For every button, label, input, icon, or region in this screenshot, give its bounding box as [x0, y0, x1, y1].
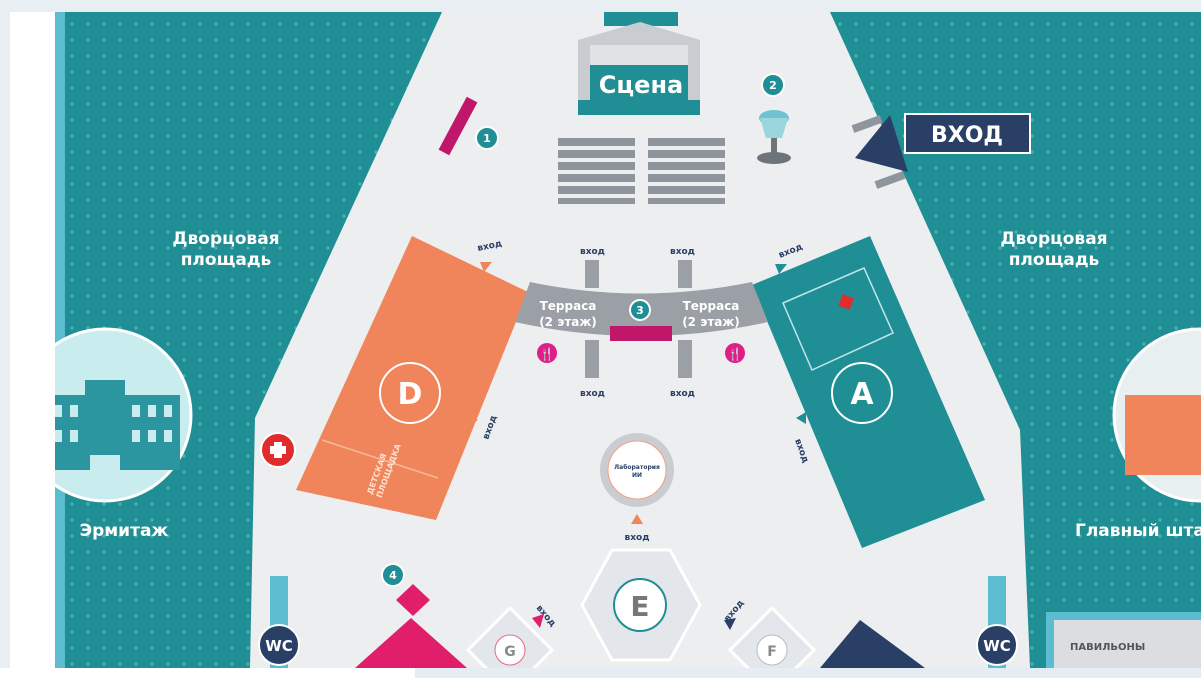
terrace-right-line2: (2 этаж) — [682, 315, 740, 329]
navy-triangle — [820, 620, 925, 668]
pavilion-e-circle — [613, 578, 667, 632]
entry-label-stairs-2: вход — [670, 247, 695, 257]
bottom-strip-right — [415, 668, 1201, 678]
terrace-stairs — [585, 260, 692, 378]
palace-square-right-line1: Дворцовая — [1000, 229, 1107, 249]
entry-label-stairs-4: вход — [670, 389, 695, 399]
restaurant-icon-right[interactable]: 🍴 — [725, 343, 745, 363]
pavilion-a-inner-zone — [782, 267, 894, 372]
entry-label-stairs-3: вход — [580, 389, 605, 399]
pink-triangle — [355, 618, 467, 668]
general-staff-facade — [1125, 395, 1201, 475]
entry-arrow-a-side — [796, 412, 806, 424]
first-aid-icon[interactable] — [260, 432, 296, 468]
palace-square-right-line2: площадь — [1009, 250, 1100, 270]
pavilion-d-label: D — [398, 377, 423, 412]
hermitage-facade-top — [85, 380, 125, 400]
entry-arrow-f — [724, 618, 736, 630]
main-entry-box — [904, 113, 1031, 154]
pavilion-g-circle — [494, 634, 526, 666]
stage-label-box — [590, 65, 688, 103]
pavilion-d-area — [296, 236, 528, 520]
stage-top — [604, 12, 678, 26]
pavilion-a-circle — [831, 362, 893, 424]
basketball-hoop-icon — [757, 110, 791, 164]
kids-area-divider — [321, 439, 439, 479]
pavilion-g-label: G — [504, 644, 516, 660]
left-margin — [10, 12, 55, 668]
entry-label-lab: вход — [625, 533, 650, 543]
hermitage-windows — [55, 405, 172, 470]
general-staff-label: Главный шта — [1075, 521, 1201, 541]
pink-bar-3 — [610, 326, 672, 341]
entry-arrow-icon — [855, 115, 908, 172]
entry-arrow-d-top — [480, 262, 492, 272]
marker-3-circle — [629, 299, 651, 321]
pavilion-d[interactable]: D ДЕТСКАЯ ПЛОЩАДКА — [296, 236, 528, 520]
terrace-right-line1: Терраса — [683, 299, 740, 313]
marker-1[interactable]: 1 — [475, 126, 499, 150]
entry-arrow-a-top — [775, 264, 787, 274]
pavilion-f[interactable]: F — [727, 605, 817, 678]
hermitage-building[interactable] — [19, 327, 193, 503]
restaurant-icon-left[interactable]: 🍴 — [537, 343, 557, 363]
pavilion-e-label: E — [630, 590, 649, 623]
gate-bar-bottom — [874, 171, 906, 189]
marker-1-circle — [475, 126, 499, 150]
ai-lab[interactable]: Лаборатория ИИ — [600, 433, 674, 507]
entry-arrow-lab — [631, 514, 643, 524]
pavilions-legend[interactable]: ПАВИЛЬОНЫ — [1046, 612, 1201, 672]
marker-2-circle — [761, 73, 785, 97]
stage-seating — [558, 138, 725, 204]
pavilion-e[interactable]: E — [580, 548, 702, 662]
terrace-left-line1: Терраса — [540, 299, 597, 313]
pavilion-d-circle — [379, 362, 441, 424]
main-entry[interactable]: ВХОД — [851, 113, 1031, 189]
stage[interactable]: Сцена — [578, 12, 700, 115]
pink-bar-1 — [438, 96, 478, 156]
marker-4-label: 4 — [389, 569, 397, 582]
pavilion-f-circle — [756, 634, 788, 666]
stage-label: Сцена — [599, 71, 683, 99]
wc-left-label: WC — [265, 637, 293, 655]
pavilion-g[interactable]: G — [465, 605, 555, 678]
entry-label-stairs-1: вход — [580, 247, 605, 257]
svg-text:🍴: 🍴 — [728, 347, 743, 361]
wc-right-label: WC — [983, 637, 1011, 655]
pavilion-f-label: F — [767, 644, 777, 660]
entry-arrow-d-side — [468, 414, 478, 426]
ai-lab-line1: Лаборатория — [614, 464, 660, 471]
general-staff-building[interactable] — [1112, 327, 1201, 503]
ai-lab-line2: ИИ — [632, 472, 642, 479]
pavilion-a[interactable]: A — [752, 236, 985, 548]
marker-2[interactable]: 2 — [761, 73, 785, 97]
emblem-icon — [838, 294, 854, 310]
hermitage-label: Эрмитаж — [80, 521, 169, 541]
wc-right[interactable]: WC — [976, 624, 1018, 666]
pavilion-a-label: A — [850, 377, 874, 412]
pink-diamond — [396, 584, 430, 616]
marker-3-label: 3 — [636, 304, 644, 317]
pavilion-a-area — [752, 236, 985, 548]
wc-left-circle — [258, 624, 300, 666]
legend-box — [1054, 620, 1201, 668]
main-entry-label: ВХОД — [931, 123, 1003, 148]
entry-arrow-g — [532, 614, 544, 628]
wc-right-circle — [976, 624, 1018, 666]
pavilions-legend-label: ПАВИЛЬОНЫ — [1070, 642, 1145, 653]
stage-base — [578, 100, 700, 115]
marker-1-label: 1 — [483, 132, 491, 145]
terrace-left-line2: (2 этаж) — [539, 315, 597, 329]
palace-square-left-line2: площадь — [181, 250, 272, 270]
terrace[interactable]: 3 Терраса (2 этаж) Терраса (2 этаж) — [515, 282, 768, 341]
marker-4[interactable]: 4 — [381, 563, 405, 587]
palace-square-left-line1: Дворцовая — [172, 229, 279, 249]
marker-2-label: 2 — [769, 79, 777, 92]
gate-bar-top — [851, 115, 883, 133]
svg-text:🍴: 🍴 — [540, 347, 555, 361]
wc-left[interactable]: WC — [258, 624, 300, 666]
marker-4-circle — [381, 563, 405, 587]
ai-lab-inner — [607, 440, 667, 500]
